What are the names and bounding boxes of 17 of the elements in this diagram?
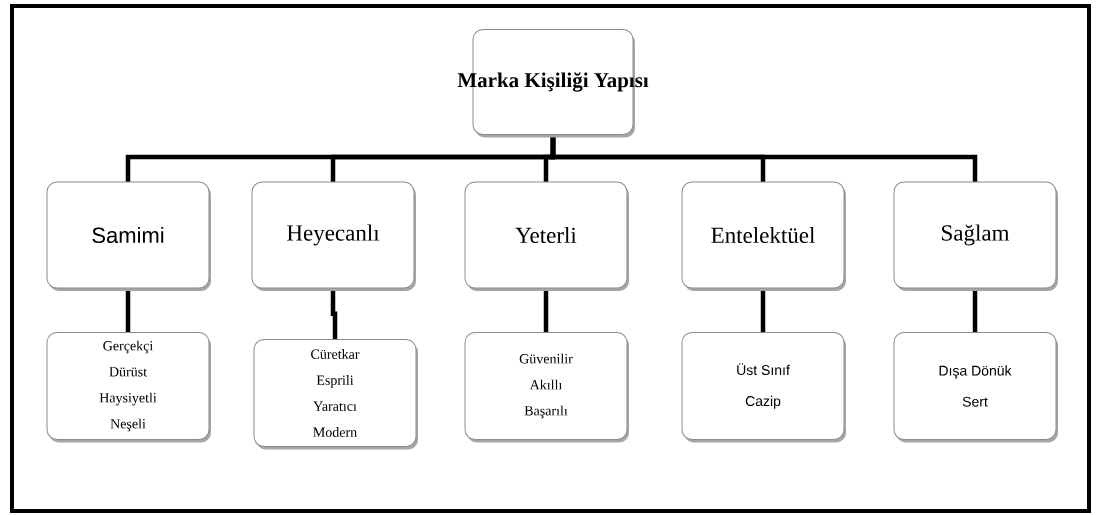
category-box: Sağlam bbox=[893, 181, 1058, 291]
connector-line bbox=[760, 288, 766, 333]
trait-box: Güvenilir Akıllı Başarılı bbox=[464, 332, 629, 443]
trait-box: Cüretkar Esprili Yaratıcı Modern bbox=[253, 339, 418, 450]
title-box: Marka Kişiliği Yapısı bbox=[457, 29, 649, 138]
trait-box: Dışa Dönük Sert bbox=[893, 332, 1058, 443]
category-box: Entelektüel bbox=[681, 181, 846, 291]
trait-box: Üst Sınıf Cazip bbox=[681, 332, 846, 443]
connector-line bbox=[330, 288, 338, 340]
trait-box: Gerçekçi Dürüst Haysiyetli Neşeli bbox=[46, 332, 211, 443]
connector-line bbox=[550, 134, 978, 182]
category-box: Samimi bbox=[46, 181, 211, 291]
connector-line bbox=[125, 288, 131, 333]
category-box: Heyecanlı bbox=[251, 181, 416, 291]
connector-line bbox=[543, 288, 549, 333]
connector-line bbox=[972, 288, 978, 333]
category-box: Yeterli bbox=[464, 181, 629, 291]
